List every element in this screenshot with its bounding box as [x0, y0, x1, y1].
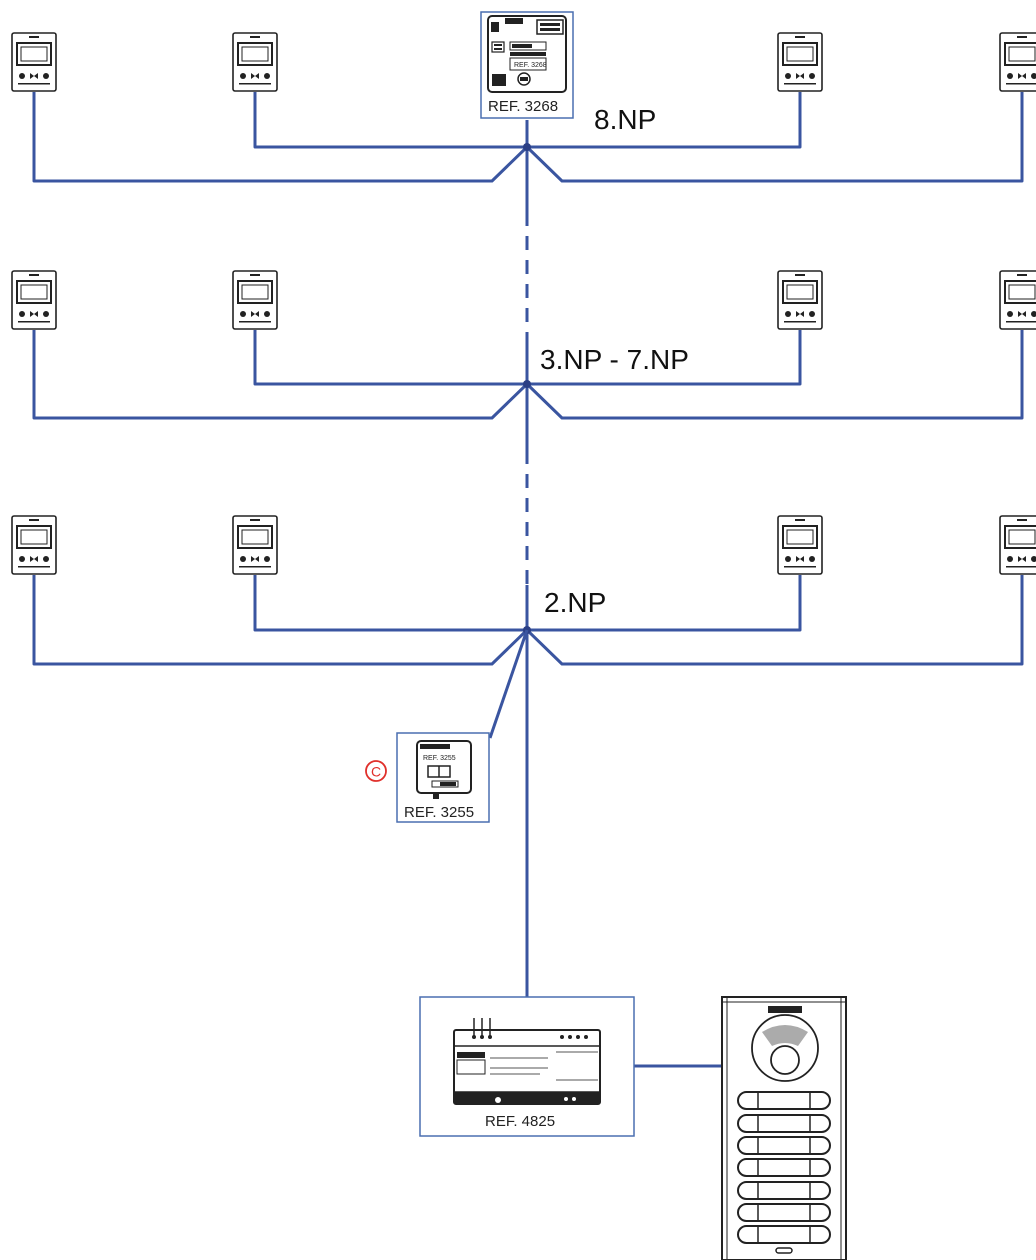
- power-supply-4825-ref: REF. 4825: [485, 1113, 555, 1130]
- floor-3-7-monitors: [11, 270, 1036, 330]
- floor-8-wiring: [32, 92, 1024, 183]
- distributor-icon: REF. 3268: [487, 15, 567, 93]
- video-monitor-icon: [11, 270, 57, 330]
- floor-label-3-7: 3.NP - 7.NP: [540, 344, 689, 375]
- distributor-3268-ref: REF. 3268: [488, 98, 558, 115]
- marker-c: C: [365, 760, 387, 782]
- floor-label-8: 8.NP: [594, 104, 656, 135]
- door-panel: [721, 996, 847, 1260]
- video-monitor-icon: [232, 32, 278, 92]
- video-monitor-icon: [777, 515, 823, 575]
- floor-3-7-wiring: [32, 330, 1024, 420]
- floor-2-wiring: [32, 575, 1024, 739]
- video-monitor-icon: [777, 32, 823, 92]
- video-monitor-icon: [999, 270, 1036, 330]
- floor-2-monitors: [11, 515, 1036, 575]
- distributor-3268-inner-ref: REF. 3268: [514, 62, 547, 69]
- video-monitor-icon: [232, 515, 278, 575]
- distributor-3255: REF. 3255 REF. 3255: [396, 732, 490, 823]
- video-monitor-icon: [11, 32, 57, 92]
- floor-label-2: 2.NP: [544, 587, 606, 618]
- marker-c-label: C: [371, 764, 381, 780]
- video-monitor-icon: [999, 32, 1036, 92]
- video-monitor-icon: [11, 515, 57, 575]
- brand-logo: [768, 1006, 802, 1013]
- distributor-icon: REF. 3255: [416, 740, 472, 799]
- video-monitor-icon: [999, 515, 1036, 575]
- distributor-3255-inner-ref: REF. 3255: [423, 755, 456, 762]
- door-panel-icon: [721, 996, 847, 1260]
- power-supply-4825: REF. 4825: [419, 996, 635, 1137]
- distributor-3255-ref: REF. 3255: [404, 804, 474, 821]
- video-monitor-icon: [232, 270, 278, 330]
- video-monitor-icon: [777, 270, 823, 330]
- power-supply-icon: [453, 1018, 601, 1105]
- distributor-3268: REF. 3268 REF. 3268: [480, 11, 574, 119]
